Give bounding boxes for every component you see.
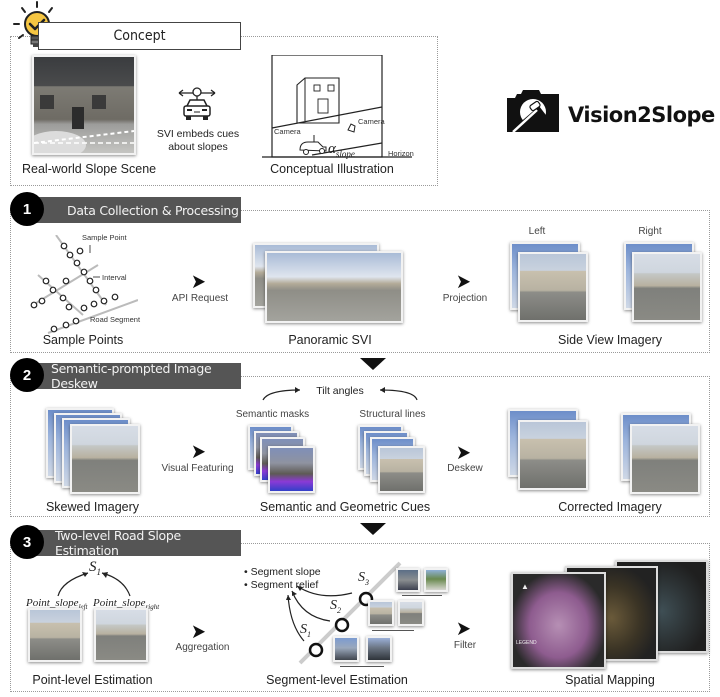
segment2-image-b — [398, 600, 424, 626]
corrected-right-front — [630, 424, 700, 494]
right-view-front — [632, 252, 702, 322]
sample-points-caption: Sample Points — [42, 333, 124, 347]
tilt-angles-label: Tilt angles — [316, 385, 364, 397]
segment-level-caption: Segment-level Estimation — [266, 673, 408, 687]
alpha-slope-label: αslope — [328, 141, 355, 159]
arrow-api-request: ➤ — [190, 271, 206, 293]
right-label: Right — [638, 226, 662, 237]
segment2-image-a — [368, 600, 394, 626]
interval-label: Interval — [102, 273, 127, 282]
segment3-image-b — [424, 568, 448, 592]
arrow-deskew: ➤ — [455, 442, 471, 464]
arrow-aggregation: ➤ — [190, 621, 206, 643]
segment3-image-a — [396, 568, 420, 592]
s1-point-label: S1 — [89, 559, 101, 577]
left-label: Left — [528, 226, 546, 237]
structural-line-4 — [378, 446, 425, 493]
skewed-imagery-caption: Skewed Imagery — [45, 500, 140, 514]
corrected-imagery-caption: Corrected Imagery — [558, 500, 662, 514]
segment1-image-a — [333, 636, 359, 662]
logo-text: Vision2Slope — [568, 103, 715, 127]
panoramic-svi-caption: Panoramic SVI — [288, 333, 372, 347]
point-level-caption: Point-level Estimation — [32, 673, 153, 687]
arrow-filter: ➤ — [455, 618, 471, 640]
point-slope-left-image — [28, 608, 82, 662]
svi-car-icon — [175, 84, 219, 124]
step3-number: 3 — [10, 525, 44, 559]
step1-title: Data Collection & Processing — [33, 197, 241, 223]
arrow-visual-featuring: ➤ — [190, 441, 206, 463]
cues-caption: Semantic and Geometric Cues — [259, 500, 431, 514]
structural-lines-label: Structural lines — [359, 409, 426, 420]
segment3-underline — [402, 595, 442, 596]
step1-number: 1 — [10, 192, 44, 226]
semantic-mask-4 — [268, 446, 315, 493]
horizon-label: Horizon — [388, 149, 414, 158]
segment2-underline — [372, 630, 414, 631]
visual-featuring-label: Visual Featuring — [161, 463, 234, 474]
filter-label: Filter — [453, 640, 477, 651]
camera-slope-logo-icon — [505, 90, 561, 134]
illustration-caption: Conceptual Illustration — [270, 162, 394, 176]
sample-points-diagram: Sample Point Interval Road Segment — [28, 233, 141, 335]
step2-number: 2 — [10, 358, 44, 392]
projection-label: Projection — [442, 293, 488, 304]
side-view-caption: Side View Imagery — [558, 333, 662, 347]
seg-s2-label: S2 — [330, 598, 341, 615]
real-world-slope-photo — [32, 55, 136, 155]
corrected-left-front — [518, 420, 588, 490]
point-slope-left-label: Point_slopeleft — [26, 597, 88, 612]
spatial-mapping-caption: Spatial Mapping — [565, 673, 655, 687]
tilt-arrows — [260, 384, 420, 404]
aggregation-label: Aggregation — [175, 642, 230, 653]
skewed-image-4 — [70, 424, 140, 494]
north-arrow-icon: ▲ — [521, 582, 529, 591]
seg-s1-label: S1 — [300, 622, 311, 639]
segment1-underline — [340, 666, 384, 667]
step2-panel — [10, 376, 710, 517]
spatial-map-1: ▲ LEGEND — [511, 572, 606, 669]
panoramic-svi-front — [265, 251, 403, 323]
api-request-label: API Request — [171, 293, 229, 304]
segment1-image-b — [366, 636, 392, 662]
concept-title: Concept — [38, 22, 241, 50]
arrow-projection: ➤ — [455, 271, 471, 293]
semantic-masks-label: Semantic masks — [235, 409, 310, 420]
step2-title: Semantic-prompted Image Deskew — [33, 361, 241, 391]
down-arrow-2 — [360, 523, 386, 535]
deskew-label: Deskew — [447, 463, 483, 474]
real-world-caption: Real-world Slope Scene — [22, 162, 157, 176]
svi-note-line2: about slopes — [168, 141, 228, 153]
bullet-segment-slope: • Segment slope — [244, 566, 321, 578]
step3-title: Two-level Road Slope Estimation — [33, 528, 241, 558]
step1-panel — [10, 210, 710, 353]
svi-note-line1: SVI embeds cues — [156, 128, 240, 140]
camera-label-right: Camera — [358, 117, 385, 126]
road-segment-label: Road Segment — [90, 315, 141, 324]
conceptual-illustration: Camera Camera Horizon αslope — [262, 54, 414, 160]
left-view-front — [518, 252, 588, 322]
point-slope-right-label: Point_sloperight — [93, 597, 160, 612]
step3-panel — [10, 543, 710, 692]
seg-s3-label: S3 — [358, 570, 369, 587]
sample-point-label: Sample Point — [82, 233, 127, 242]
map-legend-label: LEGEND — [516, 640, 537, 646]
down-arrow-1 — [360, 358, 386, 370]
camera-label-left: Camera — [274, 127, 301, 136]
segment-diagram — [280, 555, 420, 670]
point-slope-right-image — [94, 608, 148, 662]
s1-aggregation-arrows — [50, 563, 140, 598]
